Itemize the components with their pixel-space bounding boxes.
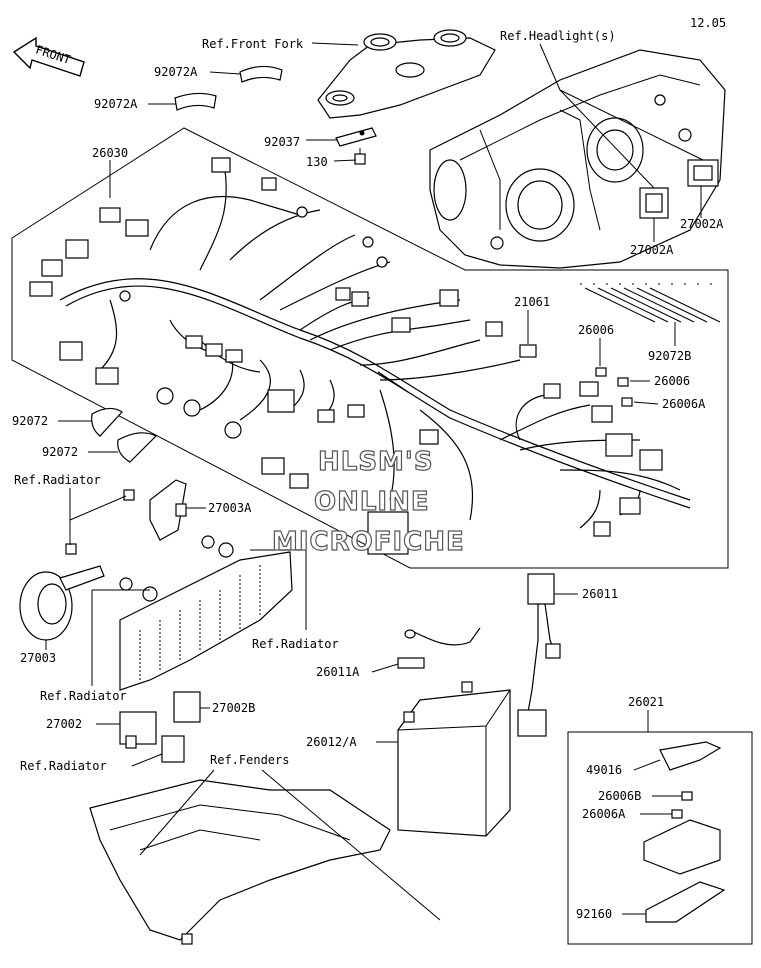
cable-tie-bundle-92072B bbox=[580, 283, 721, 323]
horn-27003 bbox=[19, 543, 105, 641]
leader-lines bbox=[45, 42, 704, 921]
bracket-92037 bbox=[335, 127, 377, 147]
radiator bbox=[119, 551, 293, 691]
fuse-puller-92160 bbox=[645, 881, 726, 923]
label-26006A: 26006A bbox=[662, 397, 706, 411]
label-26030: 26030 bbox=[92, 146, 128, 160]
label-ref-radiator-4: Ref.Radiator bbox=[20, 759, 107, 773]
cable-tie-92072A-2 bbox=[174, 92, 217, 111]
fuse-26006-2 bbox=[617, 377, 629, 387]
label-ref-radiator-2: Ref.Radiator bbox=[252, 637, 339, 651]
label-ref-radiator-3: Ref.Radiator bbox=[40, 689, 127, 703]
label-92072A-1: 92072A bbox=[154, 65, 198, 79]
relay-27002-clip bbox=[161, 735, 185, 763]
label-92037: 92037 bbox=[264, 135, 300, 149]
label-26006-1: 26006 bbox=[578, 323, 614, 337]
relay-27002B bbox=[173, 691, 201, 723]
horn-bracket-27003A bbox=[123, 479, 187, 541]
page-header-fragment: 12.05 bbox=[690, 16, 726, 30]
watermark-line-2: ONLINE bbox=[314, 487, 430, 517]
watermark-line-3: MICROFICHE bbox=[272, 527, 465, 557]
label-26006B: 26006B bbox=[598, 789, 641, 803]
front-fork-clamp bbox=[317, 29, 496, 119]
fuse-box-body bbox=[643, 819, 721, 875]
relay-27002A-1 bbox=[687, 159, 719, 187]
front-direction-arrow: FRONT bbox=[12, 36, 85, 77]
label-27002B: 27002B bbox=[212, 701, 255, 715]
headlight-assembly bbox=[429, 49, 726, 269]
label-ref-fenders: Ref.Fenders bbox=[210, 753, 289, 767]
bolt-130 bbox=[354, 148, 366, 165]
label-27003A: 27003A bbox=[208, 501, 252, 515]
battery-26012A bbox=[397, 681, 511, 837]
label-27002: 27002 bbox=[46, 717, 82, 731]
label-26012A: 26012/A bbox=[306, 735, 357, 749]
label-92160: 92160 bbox=[576, 907, 612, 921]
part-labels: Ref.Front Fork Ref.Headlight(s) 92072A 9… bbox=[12, 29, 724, 921]
label-27002A-2: 27002A bbox=[630, 243, 674, 257]
label-49016: 49016 bbox=[586, 763, 622, 777]
cable-tie-92072-2 bbox=[117, 432, 158, 463]
fuse-26006-1 bbox=[595, 367, 607, 377]
label-27002A-1: 27002A bbox=[680, 217, 724, 231]
label-26011A: 26011A bbox=[316, 665, 360, 679]
label-ref-headlight: Ref.Headlight(s) bbox=[500, 29, 616, 43]
label-ref-front-fork: Ref.Front Fork bbox=[202, 37, 304, 51]
cable-tie-92072A-1 bbox=[239, 65, 283, 83]
label-92072B: 92072B bbox=[648, 349, 691, 363]
label-27003: 27003 bbox=[20, 651, 56, 665]
fuse-26006A-kit bbox=[671, 809, 683, 819]
label-ref-radiator-1: Ref.Radiator bbox=[14, 473, 101, 487]
label-26011: 26011 bbox=[582, 587, 618, 601]
watermark-line-1: HLSM'S bbox=[318, 447, 434, 477]
fuse-box-cover-49016 bbox=[659, 741, 722, 771]
relay-27002A-2 bbox=[639, 187, 669, 219]
fuse-26006A bbox=[621, 397, 633, 407]
label-21061: 21061 bbox=[514, 295, 550, 309]
harness-boundary bbox=[11, 127, 729, 569]
cable-tie-92072-1 bbox=[91, 407, 123, 437]
label-26021: 26021 bbox=[628, 695, 664, 709]
watermark: HLSM'S ONLINE MICROFICHE bbox=[271, 446, 465, 557]
label-26006-2: 26006 bbox=[654, 374, 690, 388]
label-92072-1: 92072 bbox=[12, 414, 48, 428]
battery-cable-26011A bbox=[397, 627, 481, 669]
fuse-26006B bbox=[681, 791, 693, 801]
label-92072A-2: 92072A bbox=[94, 97, 138, 111]
harness-connectors bbox=[29, 157, 663, 555]
rear-fender-tray bbox=[89, 779, 391, 945]
label-130: 130 bbox=[306, 155, 328, 169]
relay-27002 bbox=[119, 711, 157, 749]
connector-21061 bbox=[519, 344, 537, 358]
battery-cable-26011 bbox=[517, 573, 561, 737]
label-92072-2: 92072 bbox=[42, 445, 78, 459]
label-26006A-kit: 26006A bbox=[582, 807, 626, 821]
